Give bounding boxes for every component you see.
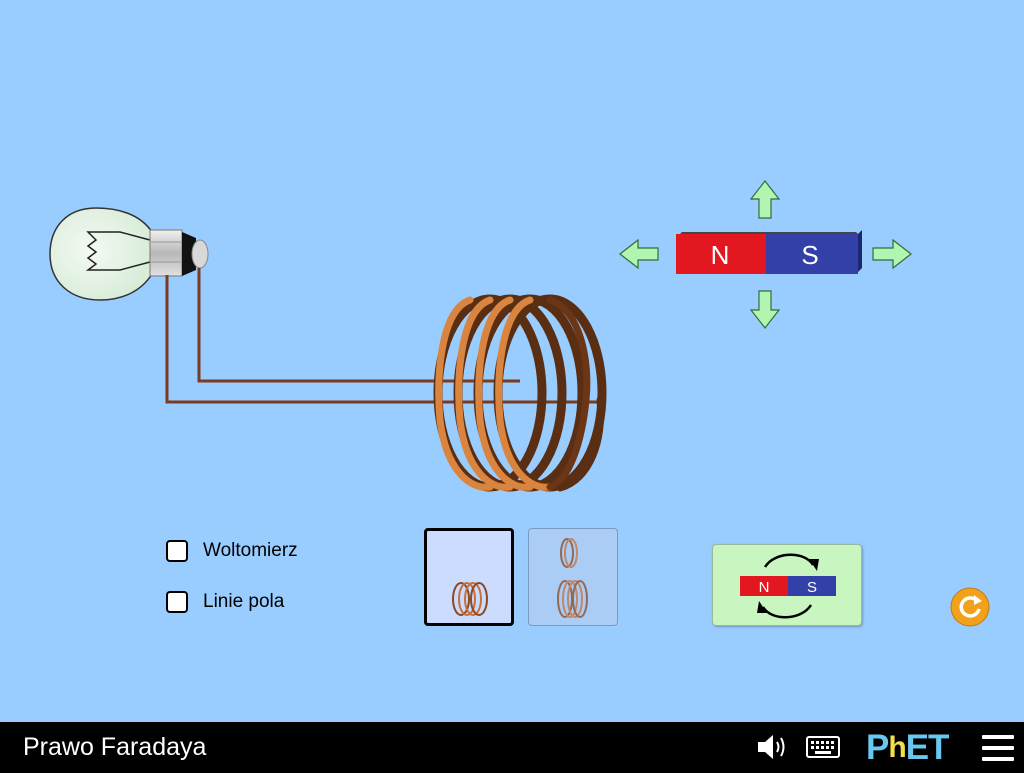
reset-all-button[interactable] <box>950 587 990 627</box>
field-lines-checkbox[interactable] <box>166 591 188 613</box>
keyboard-icon[interactable] <box>806 736 840 758</box>
voltmeter-checkbox-row[interactable]: Woltomierz <box>166 540 298 562</box>
magnet-north-label: N <box>711 240 730 270</box>
simulation-scene: N S <box>49 180 912 492</box>
field-lines-checkbox-row[interactable]: Linie pola <box>166 591 284 613</box>
move-right-arrow-icon[interactable] <box>872 238 912 270</box>
move-left-arrow-icon[interactable] <box>619 238 659 270</box>
two-coils-button[interactable] <box>528 528 618 626</box>
menu-icon[interactable] <box>982 735 1014 761</box>
flip-polarity-button[interactable]: N S <box>712 544 862 626</box>
voltmeter-checkbox[interactable] <box>166 540 188 562</box>
reset-icon <box>950 587 990 627</box>
one-coil-button[interactable] <box>424 528 514 626</box>
phet-logo[interactable]: P h E T <box>866 728 949 767</box>
light-bulb <box>49 207 209 301</box>
phet-logo-h: h <box>888 731 906 764</box>
flip-polarity-icon: N S <box>740 553 836 619</box>
field-lines-label: Linie pola <box>203 591 285 612</box>
magnet-south-label: S <box>801 240 818 270</box>
move-down-arrow-icon[interactable] <box>749 290 781 329</box>
phet-logo-e: E <box>905 728 929 767</box>
bar-magnet[interactable]: N S <box>676 230 862 274</box>
voltmeter-label: Woltomierz <box>203 540 298 561</box>
phet-logo-p: P <box>866 728 889 767</box>
phet-logo-t: T <box>928 728 949 767</box>
one-coil-icon <box>452 582 488 616</box>
flip-north-label: N <box>759 579 770 596</box>
coil[interactable] <box>433 294 607 492</box>
flip-south-label: S <box>807 579 817 596</box>
sim-title: Prawo Faradaya <box>23 733 207 761</box>
navigation-bar: Prawo Faradaya P h E T <box>0 722 1024 773</box>
sound-icon[interactable] <box>756 732 790 762</box>
move-up-arrow-icon[interactable] <box>749 180 781 219</box>
two-coils-icon <box>557 538 588 618</box>
